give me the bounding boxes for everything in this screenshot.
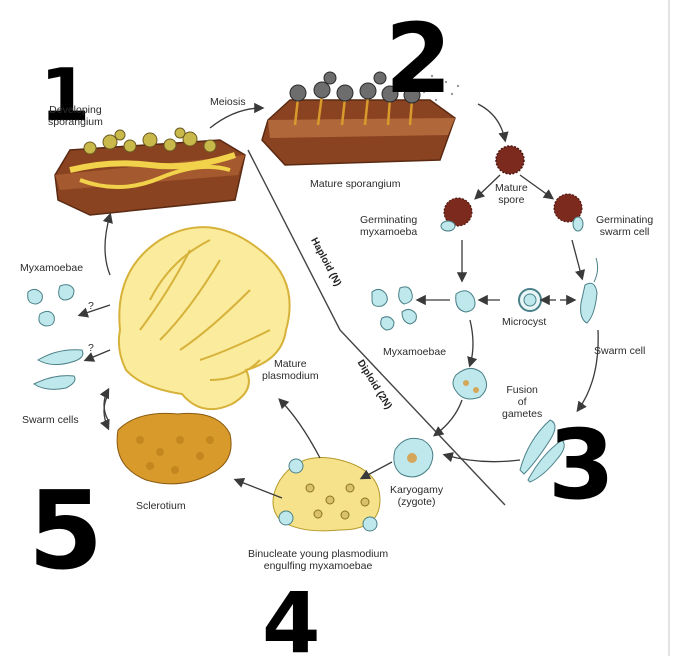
label-swarm-cell: Swarm cell [594,345,646,357]
annotation-2: 2 [385,3,452,115]
label-meiosis: Meiosis [210,96,246,108]
label-germinating-myxamoeba: Germinating myxamoeba [360,214,418,238]
karyogamy-zygote [393,437,434,478]
cycle-arrows [77,102,599,499]
fusion-of-gametes-cell [452,368,487,400]
label-myxamoebae-left: Myxamoebae [20,262,84,274]
myxamoebae-cells-left [27,284,75,327]
label-question-2: ? [88,342,94,354]
label-myxamoebae-center: Myxamoebae [383,346,447,358]
annotation-3: 3 [548,409,615,521]
sclerotium [116,412,232,485]
swarm-cell [580,257,599,324]
mature-spore [495,145,525,175]
label-question-1: ? [88,300,94,312]
germinating-myxamoeba-spore [440,197,473,232]
swarm-cells-left [33,349,84,390]
label-fusion-of-gametes: Fusion of gametes [502,384,543,420]
label-germinating-swarm-cell: Germinating swarm cell [596,214,654,238]
handwritten-annotations: 1 2 3 4 5 [28,3,615,656]
page-edge [668,0,670,656]
microcyst-cell [518,288,542,312]
label-sclerotium: Sclerotium [136,500,186,512]
label-developing-sporangium: Developing sporangium [48,104,103,128]
myxamoebae-cells-center [371,286,476,331]
annotation-4: 4 [262,574,320,656]
phase-divider-line [247,149,506,506]
label-microcyst: Microcyst [502,316,547,328]
mature-plasmodium [117,226,291,411]
annotation-5: 5 [28,469,103,594]
label-mature-spore: Mature spore [495,182,528,206]
germinating-swarm-cell-spore [553,193,584,232]
label-karyogamy: Karyogamy (zygote) [390,484,444,508]
mature-sporangium-illustration [261,71,460,166]
swarm-cells-pairing [519,419,565,483]
binucleate-young-plasmodium [272,457,381,532]
label-mature-plasmodium: Mature plasmodium [262,358,319,382]
label-binucleate: Binucleate young plasmodium engulfing my… [248,548,389,572]
developing-sporangium-illustration [54,127,246,216]
label-mature-sporangium: Mature sporangium [310,178,401,190]
label-swarm-cells: Swarm cells [22,414,79,426]
annotation-1: 1 [40,53,90,137]
